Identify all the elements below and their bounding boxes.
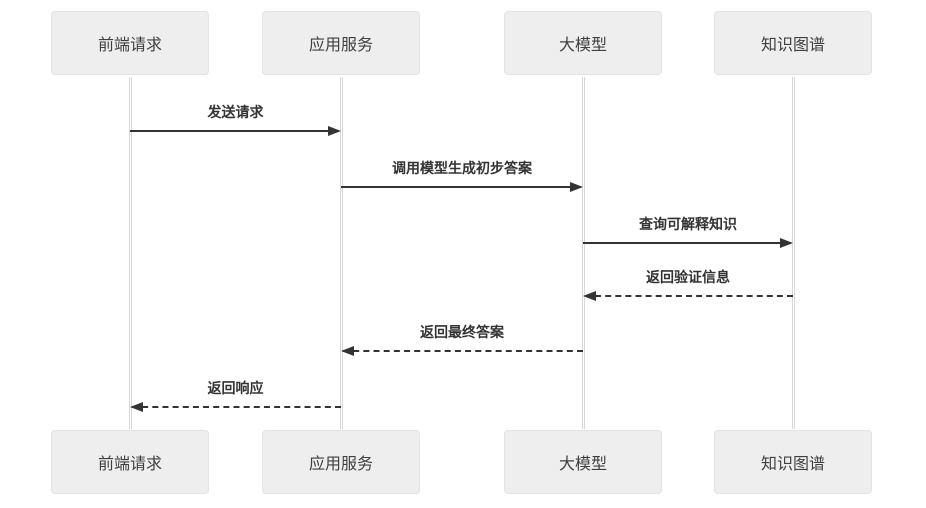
arrowhead-right-icon xyxy=(328,126,341,136)
participant-bottom-llm: 大模型 xyxy=(504,430,662,494)
participant-label: 大模型 xyxy=(558,37,607,54)
message-label: 返回响应 xyxy=(207,380,264,396)
message-line xyxy=(132,406,341,408)
message-line xyxy=(585,295,793,297)
lifeline-frontend xyxy=(129,77,132,429)
message-line xyxy=(343,350,583,352)
participant-bottom-knowledge-graph: 知识图谱 xyxy=(714,430,872,494)
participant-label: 前端请求 xyxy=(97,37,162,54)
message-label: 返回验证信息 xyxy=(646,269,730,285)
participant-top-app-service: 应用服务 xyxy=(262,11,420,75)
lifeline-llm xyxy=(582,77,585,429)
arrowhead-left-icon xyxy=(130,402,143,412)
arrowhead-right-icon xyxy=(780,238,793,248)
message-line xyxy=(341,186,581,188)
arrowhead-left-icon xyxy=(583,291,596,301)
participant-label: 大模型 xyxy=(558,456,607,473)
message-label: 调用模型生成初步答案 xyxy=(392,160,532,176)
participant-label: 应用服务 xyxy=(308,456,373,473)
participant-top-knowledge-graph: 知识图谱 xyxy=(714,11,872,75)
lifeline-knowledge-graph xyxy=(792,77,795,429)
participant-top-llm: 大模型 xyxy=(504,11,662,75)
arrowhead-right-icon xyxy=(570,182,583,192)
message-label: 返回最终答案 xyxy=(420,324,504,340)
participant-bottom-app-service: 应用服务 xyxy=(262,430,420,494)
participant-label: 应用服务 xyxy=(308,37,373,54)
message-label: 发送请求 xyxy=(207,104,264,120)
arrowhead-left-icon xyxy=(341,346,354,356)
message-line xyxy=(130,130,339,132)
participant-bottom-frontend: 前端请求 xyxy=(51,430,209,494)
participant-label: 知识图谱 xyxy=(760,456,825,473)
message-label: 查询可解释知识 xyxy=(639,216,737,232)
participant-label: 前端请求 xyxy=(97,456,162,473)
participant-label: 知识图谱 xyxy=(760,37,825,54)
lifeline-app-service xyxy=(340,77,343,429)
message-line xyxy=(583,242,791,244)
participant-top-frontend: 前端请求 xyxy=(51,11,209,75)
